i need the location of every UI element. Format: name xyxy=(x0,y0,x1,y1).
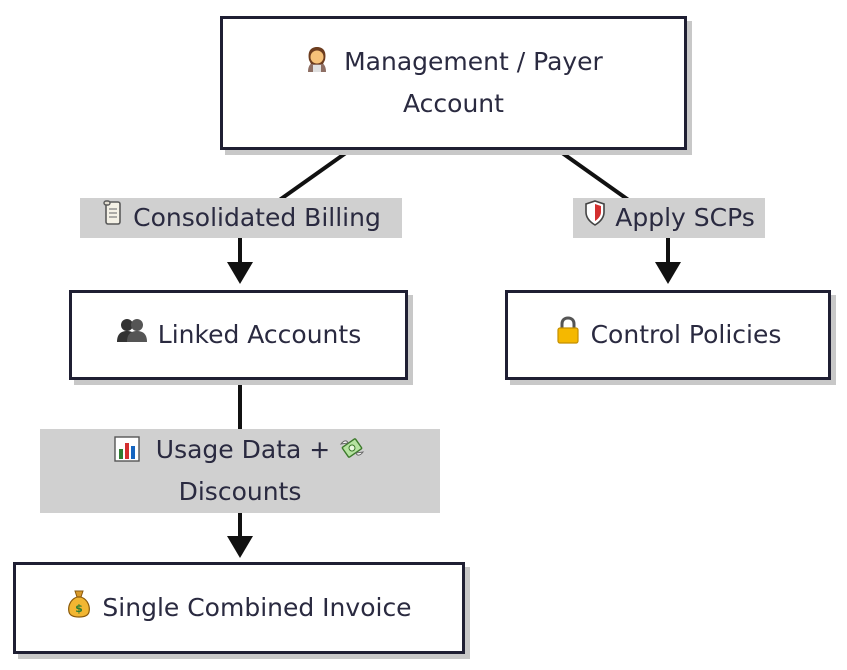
edge-label-consolidated-billing: Consolidated Billing xyxy=(80,198,402,238)
node-management-payer-account[interactable]: Management / Payer Account xyxy=(220,16,687,150)
edge-label-line-1: Usage Data + xyxy=(114,431,366,473)
arrowhead-linked xyxy=(227,262,253,284)
shield-icon xyxy=(583,199,607,238)
woman-icon xyxy=(304,46,330,85)
two-people-icon xyxy=(116,316,148,354)
node-title-line-2: Account xyxy=(403,89,504,118)
arrowhead-invoice xyxy=(227,536,253,558)
svg-text:$: $ xyxy=(76,602,84,615)
node-single-combined-invoice[interactable]: $ Single Combined Invoice xyxy=(13,562,465,654)
node-control-policies[interactable]: Control Policies xyxy=(505,290,831,380)
node-label: Linked Accounts xyxy=(157,320,362,349)
money-wings-icon xyxy=(338,434,366,473)
node-linked-accounts[interactable]: Linked Accounts xyxy=(69,290,408,380)
node-label: Control Policies xyxy=(590,320,782,349)
lock-icon xyxy=(555,315,581,356)
edge-label-text: Consolidated Billing xyxy=(133,203,381,232)
edge-label-text: Usage Data + xyxy=(155,435,339,464)
edge-label-line-2: Discounts xyxy=(178,477,302,506)
edge-label-text: Apply SCPs xyxy=(615,203,755,232)
bar-chart-icon xyxy=(114,435,140,473)
scroll-icon xyxy=(101,199,125,238)
money-bag-icon: $ xyxy=(66,588,92,629)
node-title-line-1: Management / Payer xyxy=(304,43,603,85)
edge-label-usage-discounts: Usage Data + Discounts xyxy=(40,429,440,513)
node-title-text: Management / Payer xyxy=(344,47,603,76)
arrowhead-control xyxy=(655,262,681,284)
edge-label-apply-scps: Apply SCPs xyxy=(573,198,765,238)
node-label: Single Combined Invoice xyxy=(102,593,412,622)
